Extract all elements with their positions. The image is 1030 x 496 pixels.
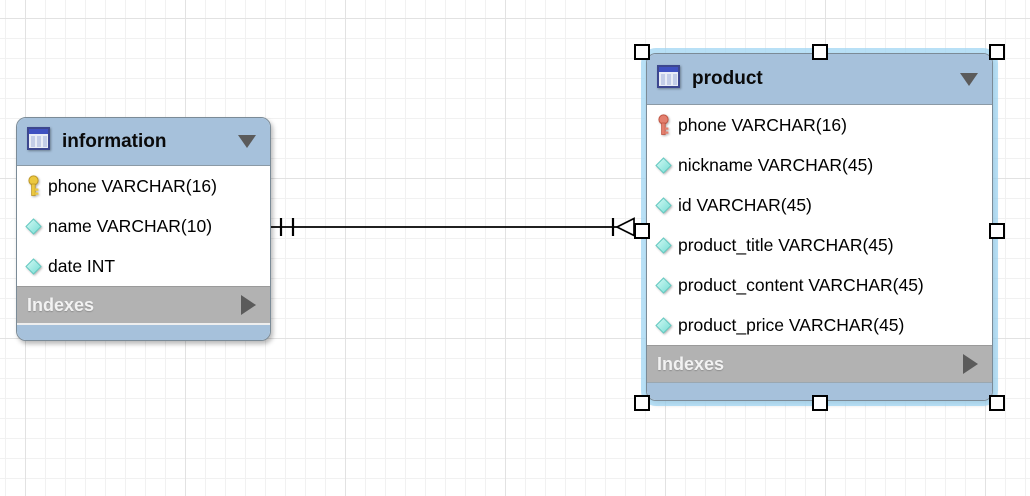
column-label: id VARCHAR(45)	[678, 194, 812, 215]
selection-handle-middle-right[interactable]	[989, 223, 1005, 239]
column-phone[interactable]: phone VARCHAR(16)	[17, 166, 270, 206]
table-icon	[27, 127, 51, 156]
indexes-section[interactable]: Indexes	[17, 286, 270, 323]
table-footer-cap	[17, 323, 270, 340]
column-diamond-icon	[655, 236, 672, 254]
primary-key-icon	[25, 175, 42, 197]
table-product-header[interactable]: product	[647, 54, 992, 105]
column-diamond-icon	[655, 156, 672, 174]
column-diamond-icon	[655, 276, 672, 294]
column-id[interactable]: id VARCHAR(45)	[647, 185, 992, 225]
selection-handle-top-right[interactable]	[989, 44, 1005, 60]
column-label: product_content VARCHAR(45)	[678, 274, 924, 295]
column-phone[interactable]: phone VARCHAR(16)	[647, 105, 992, 145]
column-label: name VARCHAR(10)	[48, 215, 213, 236]
selection-handle-top-left[interactable]	[634, 44, 650, 60]
table-title: product	[692, 68, 763, 89]
selection-handle-bottom-middle[interactable]	[811, 395, 828, 411]
column-list: phone VARCHAR(16) nickname VARCHAR(45) i…	[647, 105, 992, 345]
indexes-label: Indexes	[27, 294, 95, 315]
column-label: product_price VARCHAR(45)	[678, 314, 905, 335]
chevron-down-icon[interactable]	[960, 72, 978, 86]
column-product-title[interactable]: product_title VARCHAR(45)	[647, 225, 992, 265]
cardinality-arrow-open-triangle	[615, 217, 635, 237]
column-label: nickname VARCHAR(45)	[678, 154, 874, 175]
column-diamond-icon	[25, 217, 42, 235]
foreign-primary-key-icon	[655, 114, 672, 136]
expand-right-icon[interactable]	[241, 295, 256, 315]
table-product[interactable]: product phone VARCHAR(16)	[634, 44, 1005, 411]
indexes-section[interactable]: Indexes	[647, 345, 992, 382]
selection-handle-bottom-left[interactable]	[634, 395, 650, 411]
column-label: phone VARCHAR(16)	[48, 175, 217, 196]
selection-handle-top-middle[interactable]	[811, 44, 828, 60]
table-title: information	[62, 130, 167, 152]
column-name[interactable]: name VARCHAR(10)	[17, 206, 270, 246]
table-information[interactable]: information phone VARCHAR(16)	[16, 117, 271, 341]
indexes-label: Indexes	[657, 353, 725, 374]
column-product-content[interactable]: product_content VARCHAR(45)	[647, 265, 992, 305]
column-label: product_title VARCHAR(45)	[678, 234, 894, 255]
column-diamond-icon	[655, 316, 672, 334]
expand-right-icon[interactable]	[963, 354, 978, 374]
column-label: date INT	[48, 255, 116, 276]
column-label: phone VARCHAR(16)	[678, 114, 847, 135]
column-list: phone VARCHAR(16) name VARCHAR(10) date …	[17, 166, 270, 286]
table-icon	[657, 64, 681, 94]
column-nickname[interactable]: nickname VARCHAR(45)	[647, 145, 992, 185]
chevron-down-icon[interactable]	[238, 135, 256, 148]
column-product-price[interactable]: product_price VARCHAR(45)	[647, 305, 992, 345]
table-footer-cap	[647, 382, 992, 400]
column-diamond-icon	[25, 257, 42, 275]
column-diamond-icon	[655, 196, 672, 214]
selection-handle-middle-left[interactable]	[634, 223, 650, 239]
selection-handle-bottom-right[interactable]	[989, 395, 1005, 411]
column-date[interactable]: date INT	[17, 246, 270, 286]
table-information-header[interactable]: information	[17, 118, 270, 166]
